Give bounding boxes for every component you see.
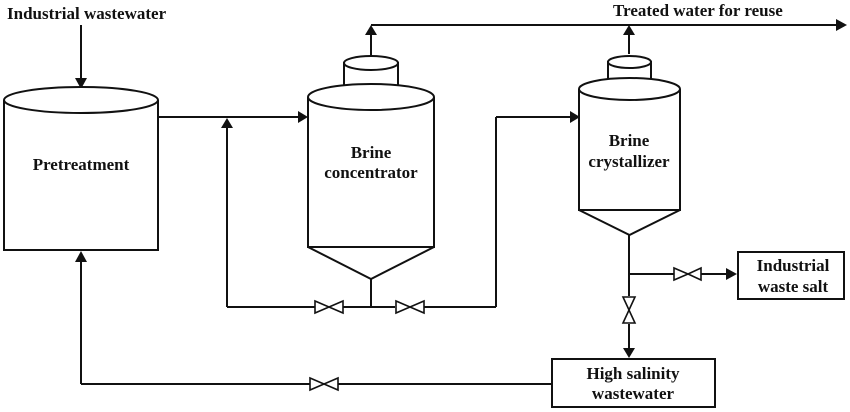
- pipe-concentrator-recycle-loop: [221, 118, 395, 308]
- pretreatment-tank: [3, 86, 159, 251]
- arrow-wastewater-to-pretreatment: [75, 25, 87, 89]
- brine-concentrator-label-2: concentrator: [324, 163, 418, 182]
- valve-crystallizer-to-high-salinity[interactable]: [621, 296, 637, 324]
- brine-crystallizer-label-2: crystallizer: [588, 152, 670, 171]
- brine-concentrator-label-1: Brine: [351, 143, 392, 162]
- industrial-waste-salt-box: [737, 251, 845, 300]
- valve-high-salinity-return[interactable]: [309, 376, 339, 392]
- industrial-wastewater-label: Industrial wastewater: [7, 4, 167, 23]
- valve-concentrator-to-crystallizer[interactable]: [395, 299, 425, 315]
- brine-concentrator-tank: [307, 55, 435, 281]
- pipe-crystallizer-bottom: [623, 235, 737, 358]
- brine-crystallizer-tank: [578, 55, 681, 237]
- pipe-treated-water: [365, 19, 847, 56]
- high-salinity-label-1: High salinity: [586, 364, 680, 383]
- treated-water-label: Treated water for reuse: [613, 1, 783, 20]
- brine-crystallizer-label-1: Brine: [609, 131, 650, 150]
- high-salinity-wastewater-box: [551, 358, 716, 408]
- industrial-waste-salt-label-1: Industrial: [757, 256, 830, 275]
- industrial-waste-salt-label-2: waste salt: [758, 277, 829, 296]
- pretreatment-label: Pretreatment: [33, 155, 130, 174]
- pipe-high-salinity-return: [75, 251, 552, 385]
- high-salinity-label-2: wastewater: [592, 384, 675, 403]
- pipe-pretreatment-to-concentrator: [158, 111, 308, 123]
- valve-concentrator-recycle[interactable]: [314, 299, 344, 315]
- valve-crystallizer-to-waste-salt[interactable]: [673, 266, 702, 282]
- pipe-concentrator-bottom: [370, 111, 580, 308]
